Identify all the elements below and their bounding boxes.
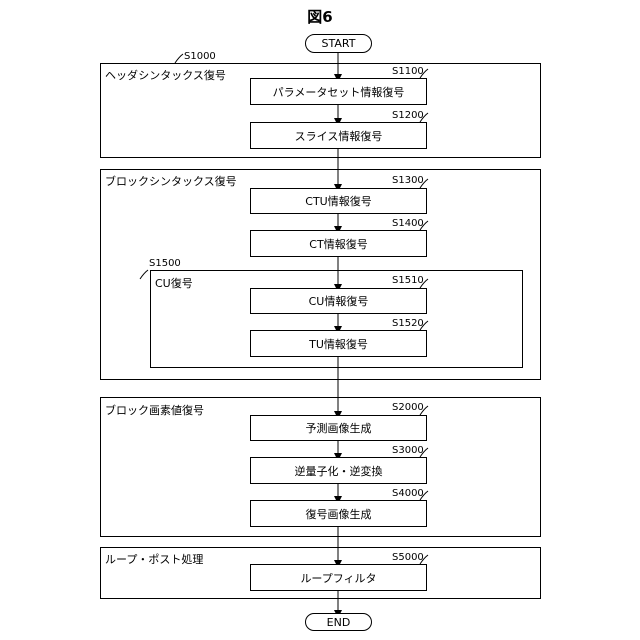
step-s1200: スライス情報復号 [250,122,427,149]
ref-s1520: S1520 [392,318,424,329]
step-s5000: ループフィルタ [250,564,427,591]
leader-s1000 [175,54,183,63]
step-s1520: TU情報復号 [250,330,427,357]
ref-s4000: S4000 [392,488,424,499]
step-s1400: CT情報復号 [250,230,427,257]
ref-s1100: S1100 [392,66,424,77]
step-s4000: 復号画像生成 [250,500,427,527]
ref-s1200: S1200 [392,110,424,121]
ref-s1300: S1300 [392,175,424,186]
step-s1100: パラメータセット情報復号 [250,78,427,105]
step-s3000: 逆量子化・逆変換 [250,457,427,484]
ref-s1500: S1500 [149,258,181,269]
group-loop-post-label: ループ・ポスト処理 [105,551,203,567]
ref-s1000: S1000 [184,51,216,62]
step-s2000: 予測画像生成 [250,415,427,441]
group-block-syntax-label: ブロックシンタックス復号 [105,173,237,189]
end-terminator: END [305,613,372,631]
ref-s2000: S2000 [392,402,424,413]
group-header-label: ヘッダシンタックス復号 [105,67,226,83]
start-terminator: START [305,34,372,53]
step-s1300: CTU情報復号 [250,188,427,214]
step-s1510: CU情報復号 [250,288,427,314]
group-cu-label: CU復号 [155,275,193,291]
ref-s3000: S3000 [392,445,424,456]
ref-s5000: S5000 [392,552,424,563]
ref-s1400: S1400 [392,218,424,229]
group-block-pixel-label: ブロック画素値復号 [105,402,204,418]
ref-s1510: S1510 [392,275,424,286]
